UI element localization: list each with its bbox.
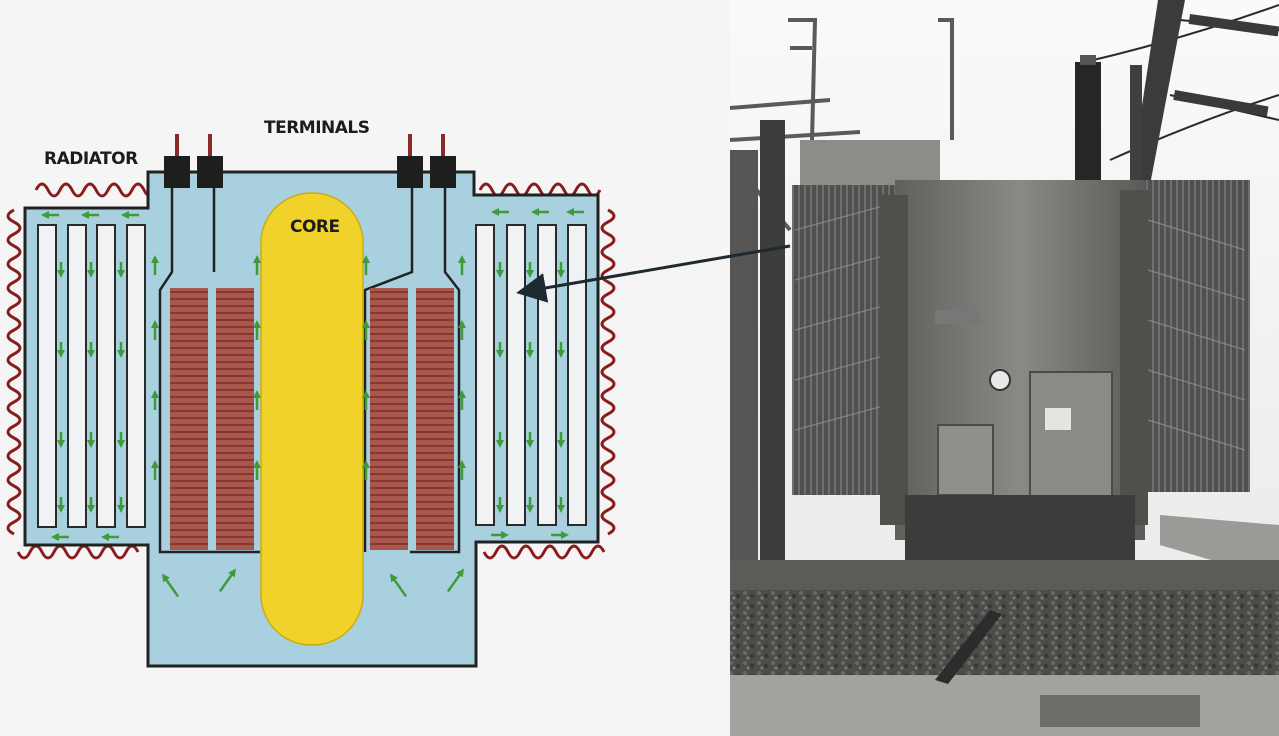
cable-trench [935, 610, 1002, 684]
oil-flow-arrow [362, 320, 370, 340]
right-radiator-bank [1145, 180, 1250, 492]
bushing-4 [430, 134, 456, 188]
oil-flow-arrow [51, 533, 69, 541]
oil-flow-arrow [458, 320, 466, 340]
gantry-pole [1130, 0, 1185, 185]
winding-right-inner [370, 288, 408, 550]
oil-flow-arrow [551, 531, 569, 539]
insulator-strings [1173, 14, 1279, 117]
oil-flow-arrow [87, 342, 95, 358]
oil-flow-arrow [87, 432, 95, 448]
oil-flow-arrow [362, 460, 370, 480]
oil-flow-arrow [496, 432, 504, 448]
winding-right-outer [416, 288, 454, 550]
oil-flow-arrow [526, 342, 534, 358]
cooling-diagram: RADIATOR TERMINALS CORE [6, 118, 616, 668]
winding-left-outer [170, 288, 208, 550]
oil-flow-arrow [446, 568, 465, 593]
transformer-photo [729, 0, 1279, 736]
bushing-2 [197, 134, 223, 188]
oil-flow-arrow [101, 533, 119, 541]
oil-flow-arrow [557, 432, 565, 448]
oil-flow-arrow [253, 390, 261, 410]
oil-flow-arrow [557, 497, 565, 513]
pointer-arrow-icon [516, 244, 791, 303]
hv-bushing [1075, 62, 1101, 182]
terminal-bushings [164, 134, 456, 188]
label-radiator: RADIATOR [44, 149, 138, 169]
oil-flow-arrow [57, 342, 65, 358]
pressure-gauge [989, 369, 1011, 391]
bushing-3 [397, 134, 423, 188]
oil-flow-arrow [121, 211, 139, 219]
oil-flow-arrow [458, 460, 466, 480]
oil-flow-arrow [496, 262, 504, 278]
oil-flow-arrow [57, 497, 65, 513]
bushing-1 [164, 134, 190, 188]
oil-flow-arrow [87, 262, 95, 278]
oil-flow-arrow [81, 211, 99, 219]
oil-flow-arrow [117, 342, 125, 358]
oil-flow-arrow [151, 390, 159, 410]
oil-flow-arrow [218, 568, 237, 593]
oil-flow-arrow [57, 432, 65, 448]
oil-flow-arrow [491, 208, 509, 216]
left-radiator-fins [37, 224, 146, 528]
steel-column [760, 120, 785, 590]
oil-flow-arrow [161, 573, 180, 598]
oil-flow-arrow [557, 262, 565, 278]
tank-base [905, 495, 1135, 565]
label-terminals: TERMINALS [264, 118, 370, 138]
oil-flow-arrow [362, 255, 370, 275]
oil-flow-arrow [117, 262, 125, 278]
windings [170, 288, 454, 550]
oil-flow-arrow [557, 342, 565, 358]
oil-flow-arrow [253, 460, 261, 480]
oil-flow-arrow [362, 390, 370, 410]
oil-flow-arrow [526, 432, 534, 448]
oil-flow-arrow [41, 211, 59, 219]
oil-flow-arrow-icon [41, 208, 584, 598]
oil-flow-arrow [531, 208, 549, 216]
control-box-right [1029, 371, 1113, 498]
oil-flow-arrow [389, 573, 408, 598]
oil-flow-arrow [117, 432, 125, 448]
oil-flow-arrow [458, 390, 466, 410]
winding-enclosures [158, 185, 461, 554]
oil-flow-arrow [496, 342, 504, 358]
oil-flow-arrow [151, 460, 159, 480]
oil-flow-arrow [117, 497, 125, 513]
control-box-left [937, 424, 994, 496]
right-radiator-fins [475, 224, 587, 526]
top-platform [800, 140, 940, 185]
core [260, 192, 364, 646]
oil-flow-arrow [253, 320, 261, 340]
oil-flow-arrow [491, 531, 509, 539]
oil-flow-arrow [151, 320, 159, 340]
oil-flow-arrow [57, 262, 65, 278]
oil-flow-arrow [496, 497, 504, 513]
oil-flow-arrow [566, 208, 584, 216]
winding-left-inner [216, 288, 254, 550]
oil-flow-arrow [87, 497, 95, 513]
oil-flow-arrow [253, 255, 261, 275]
label-core: CORE [290, 217, 340, 237]
railings [729, 18, 954, 232]
oil-flow-arrow [151, 255, 159, 275]
oil-flow-arrow [458, 255, 466, 275]
gravel-ground [730, 588, 1279, 678]
oil-flow-arrow [526, 497, 534, 513]
heat-wave-icon [6, 182, 616, 560]
